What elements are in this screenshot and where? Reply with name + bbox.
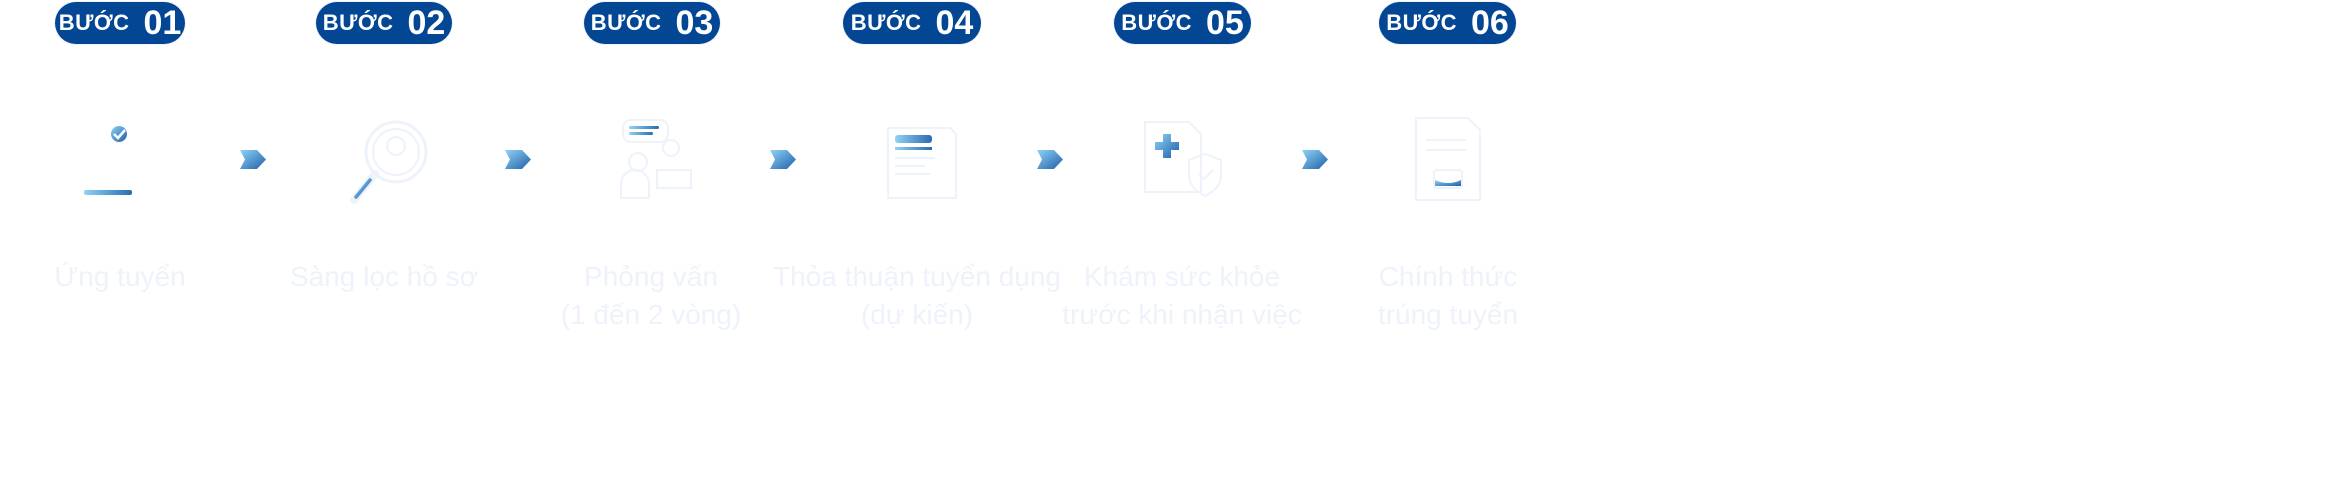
badge-word: BƯỚC: [850, 10, 922, 35]
step-badge-04: BƯỚC 04: [843, 2, 981, 44]
medical-shield-icon: [1144, 121, 1222, 198]
label-line: trước khi nhận việc: [1062, 299, 1302, 330]
label-line: Phỏng vấn: [584, 261, 718, 292]
step-badge-03: BƯỚC 03: [584, 2, 720, 44]
step-label-06: Chính thức trúng tuyển: [1258, 258, 1638, 334]
label-line: (dự kiến): [860, 299, 974, 330]
label-line: Khám sức khỏe: [1083, 261, 1281, 292]
step-label-03: Phỏng vấn (1 đến 2 vòng): [461, 258, 841, 334]
badge-word: BƯỚC: [590, 10, 662, 35]
step-label-02: Sàng lọc hồ sơ: [194, 258, 574, 296]
chevron-right-icon: [240, 150, 266, 169]
step-label-01: Ứng tuyển: [0, 258, 310, 296]
label-line: (1 đến 2 vòng): [560, 299, 742, 330]
step-label-04: Thỏa thuận tuyển dụng (dự kiến): [727, 258, 1107, 334]
chevron-right-icon: [1037, 150, 1063, 169]
magnifier-person-icon: [350, 120, 428, 204]
contract-document-icon: [887, 127, 957, 199]
application-check-icon: [84, 126, 132, 195]
label-line: Ứng tuyển: [54, 261, 186, 292]
chevron-right-icon: [1302, 150, 1328, 169]
badge-word: BƯỚC: [1121, 10, 1192, 35]
label-line: trúng tuyển: [1377, 299, 1519, 330]
badge-number: 05: [1205, 3, 1244, 42]
badge-number: 04: [935, 3, 974, 42]
badge-number: 01: [143, 3, 182, 42]
step-badge-01: BƯỚC 01: [55, 2, 185, 44]
label-line: Sàng lọc hồ sơ: [289, 261, 479, 292]
step-badge-06: BƯỚC 06: [1379, 2, 1516, 44]
chevron-right-icon: [505, 150, 531, 169]
badge-word: BƯỚC: [1386, 10, 1457, 35]
badge-word: BƯỚC: [322, 10, 394, 35]
badge-number: 02: [407, 3, 446, 42]
badge-number: 06: [1470, 3, 1509, 42]
chevron-right-icon: [770, 150, 796, 169]
step-badge-02: BƯỚC 02: [316, 2, 452, 44]
briefcase-document-icon: [1415, 117, 1481, 201]
step-label-05: Khám sức khỏe trước khi nhận việc: [992, 258, 1372, 334]
badge-number: 03: [675, 3, 714, 42]
badge-word: BƯỚC: [58, 10, 130, 35]
interview-icon: [620, 119, 692, 199]
step-badge-05: BƯỚC 05: [1114, 2, 1251, 44]
label-line: Chính thức: [1378, 261, 1518, 292]
label-line: Thỏa thuận tuyển dụng: [772, 261, 1061, 292]
